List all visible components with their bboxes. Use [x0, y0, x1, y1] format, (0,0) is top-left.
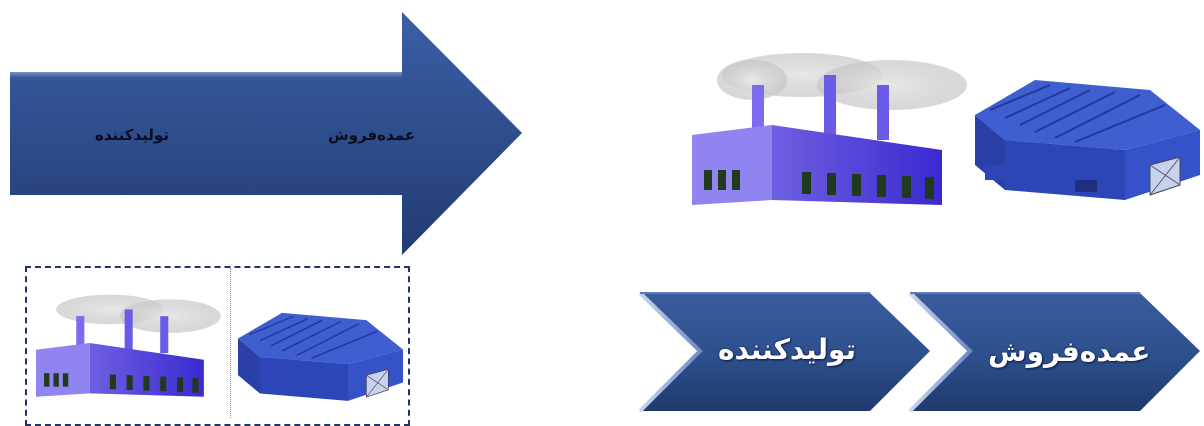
arrow-label-wholesaler: عمده‌فروش: [328, 126, 415, 144]
chevron-label-wholesaler: عمده‌فروش: [988, 335, 1150, 368]
warehouse-icon: [238, 305, 403, 405]
chevron-label-producer: تولیدکننده: [718, 333, 856, 366]
warehouse-icon: [975, 70, 1200, 205]
arrow-label-producer: تولیدکننده: [95, 126, 169, 144]
factory-icon: [36, 278, 224, 408]
flow-arrow: [0, 0, 540, 260]
frame-divider: [230, 268, 231, 418]
factory-icon: [692, 40, 972, 210]
